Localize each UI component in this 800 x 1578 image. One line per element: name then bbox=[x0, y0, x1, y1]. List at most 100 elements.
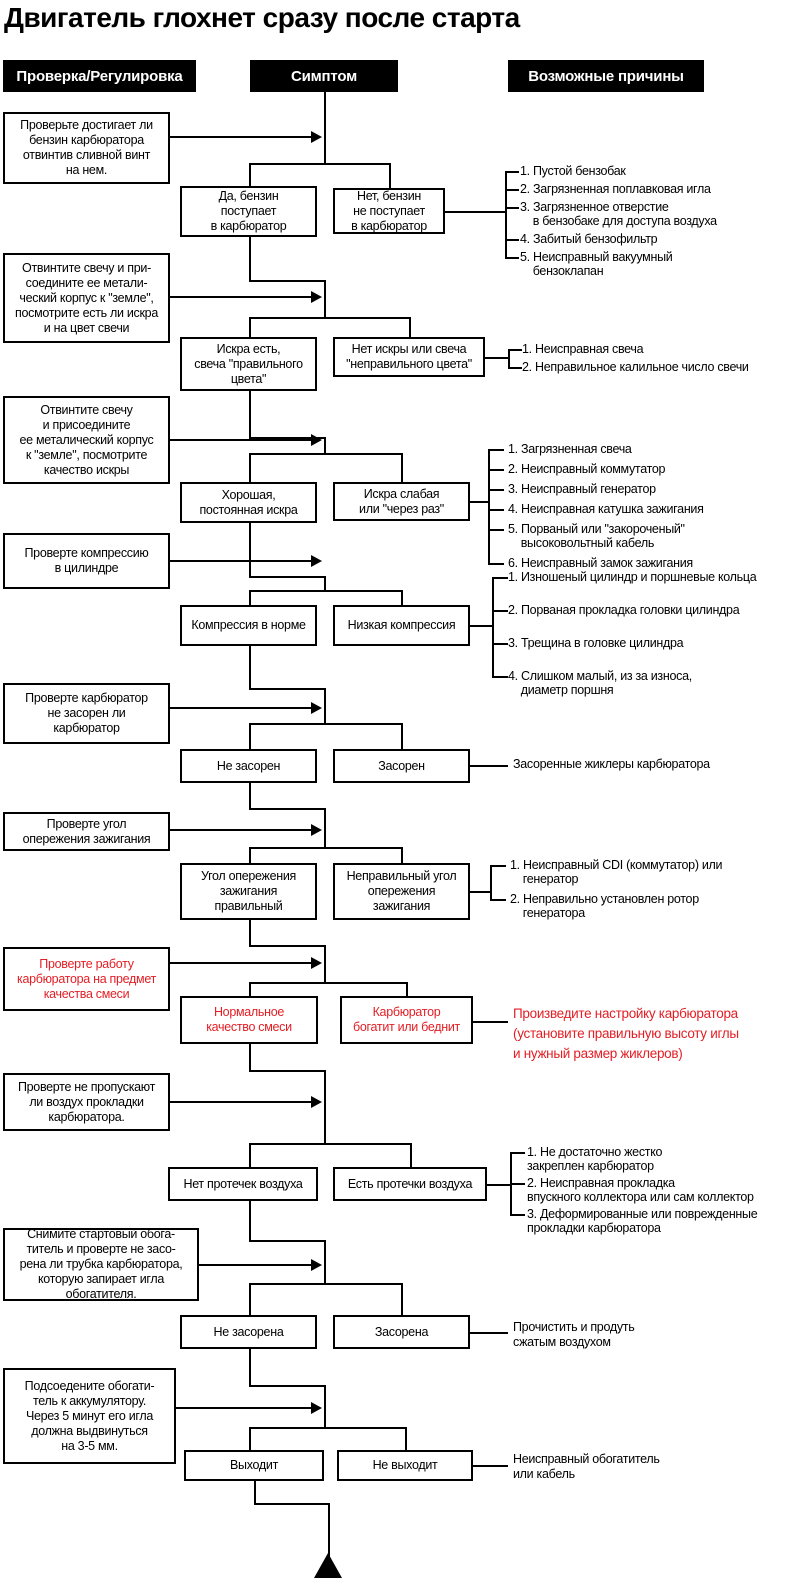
connector-line bbox=[249, 688, 326, 690]
cause-item: Засоренные жиклеры карбюратора bbox=[513, 757, 710, 771]
connector-line bbox=[249, 723, 403, 725]
connector-line bbox=[249, 317, 411, 319]
connector-line bbox=[249, 1349, 251, 1387]
connector-line bbox=[401, 1283, 403, 1317]
connector-line bbox=[324, 1240, 326, 1285]
connector-line bbox=[389, 163, 391, 190]
connector-line bbox=[324, 92, 326, 165]
connector-line bbox=[510, 1183, 525, 1185]
connector-line bbox=[249, 391, 251, 439]
symptom-ok-box-3: Хорошая, постоянная искра bbox=[180, 482, 317, 523]
connector-line bbox=[249, 847, 251, 865]
connector-line bbox=[249, 1070, 326, 1072]
connector-line bbox=[249, 1201, 251, 1242]
connector-line bbox=[470, 1332, 508, 1334]
causes-list-10: Неисправный обогатитель или кабель bbox=[513, 1452, 660, 1486]
cause-item: 2. Загрязненная поплавковая игла bbox=[520, 182, 711, 196]
connector-line bbox=[324, 945, 326, 984]
connector-line bbox=[324, 1070, 326, 1145]
connector-line bbox=[401, 723, 403, 751]
arrow-shaft-line bbox=[176, 1407, 313, 1409]
connector-line bbox=[505, 257, 519, 259]
arrow-right-icon bbox=[311, 824, 322, 836]
connector-line bbox=[249, 1385, 326, 1387]
connector-line bbox=[488, 449, 490, 565]
cause-item: 4. Неисправная катушка зажигания bbox=[508, 502, 704, 516]
connector-line bbox=[249, 437, 326, 439]
arrow-right-icon bbox=[311, 702, 322, 714]
page-title: Двигатель глохнет сразу после старта bbox=[4, 2, 520, 33]
check-box-2: Отвинтите свечу и при- соедините ее мета… bbox=[3, 253, 170, 343]
symptom-bad-box-2: Нет искры или свеча "неправильного цвета… bbox=[333, 337, 485, 377]
connector-line bbox=[488, 449, 504, 451]
symptom-ok-box-5: Не засорен bbox=[180, 749, 317, 783]
connector-line bbox=[492, 643, 508, 645]
arrow-right-icon bbox=[311, 1259, 322, 1271]
connector-line bbox=[401, 847, 403, 865]
check-box-9: Снимите стартовый обога- титель и провер… bbox=[3, 1227, 199, 1301]
arrow-shaft-line bbox=[170, 136, 313, 138]
symptom-ok-box-9: Не засорена bbox=[180, 1315, 317, 1349]
cause-item: 5. Неисправный вакуумный бензоклапан bbox=[520, 250, 673, 278]
connector-line bbox=[249, 576, 326, 578]
connector-line bbox=[401, 453, 403, 484]
connector-line bbox=[249, 847, 403, 849]
connector-line bbox=[508, 367, 522, 369]
connector-line bbox=[409, 317, 411, 339]
symptom-bad-box-6: Неправильный угол опережения зажигания bbox=[333, 863, 470, 920]
symptom-bad-box-7: Карбюратор богатит или беднит bbox=[340, 996, 473, 1044]
cause-item: 5. Порваный или "закороченый" высоковоль… bbox=[508, 522, 685, 550]
connector-line bbox=[488, 529, 504, 531]
connector-line bbox=[492, 577, 494, 678]
cause-item: 3. Загрязненное отверстие в бензобаке дл… bbox=[520, 200, 717, 228]
connector-line bbox=[492, 610, 508, 612]
connector-line bbox=[249, 453, 251, 484]
arrow-shaft-line bbox=[170, 707, 313, 709]
connector-line bbox=[254, 1503, 330, 1505]
arrow-shaft-line bbox=[199, 1264, 313, 1266]
connector-line bbox=[473, 1465, 508, 1467]
cause-item: 2. Неправильно установлен ротор генерато… bbox=[510, 892, 699, 920]
connector-line bbox=[249, 783, 251, 810]
arrow-right-icon bbox=[311, 434, 322, 446]
connector-line bbox=[249, 280, 326, 282]
connector-line bbox=[405, 1427, 407, 1452]
connector-line bbox=[508, 349, 522, 351]
cause-item: 2. Неисправная прокладка впускного колле… bbox=[527, 1176, 754, 1204]
symptom-ok-box-6: Угол опережения зажигания правильный bbox=[180, 863, 317, 920]
arrow-shaft-line bbox=[170, 1101, 313, 1103]
connector-line bbox=[249, 163, 251, 188]
connector-line bbox=[488, 509, 504, 511]
connector-line bbox=[470, 625, 494, 627]
connector-line bbox=[249, 453, 403, 455]
connector-line bbox=[505, 171, 507, 259]
arrow-right-icon bbox=[311, 291, 322, 303]
cause-item: 3. Неисправный генератор bbox=[508, 482, 656, 496]
connector-line bbox=[508, 349, 510, 369]
arrow-right-icon bbox=[311, 957, 322, 969]
arrow-right-icon bbox=[311, 1096, 322, 1108]
symptom-bad-box-4: Низкая компрессия bbox=[333, 605, 470, 646]
arrow-shaft-line bbox=[170, 296, 313, 298]
causes-list-8: 1. Не достаточно жестко закреплен карбюр… bbox=[527, 1145, 758, 1238]
connector-line bbox=[505, 171, 519, 173]
connector-line bbox=[487, 1184, 512, 1186]
connector-line bbox=[249, 1143, 251, 1169]
connector-line bbox=[249, 1427, 407, 1429]
continuation-triangle-icon bbox=[314, 1553, 342, 1578]
column-header-causes: Возможные причины bbox=[508, 60, 704, 92]
connector-line bbox=[249, 808, 326, 810]
column-header-check: Проверка/Регулировка bbox=[3, 60, 196, 92]
symptom-ok-box-10: Выходит bbox=[184, 1450, 324, 1481]
connector-line bbox=[505, 189, 519, 191]
symptom-ok-box-7: Нормальное качество смеси bbox=[180, 996, 318, 1044]
causes-list-1: 1. Пустой бензобак 2. Загрязненная попла… bbox=[520, 164, 717, 282]
cause-item: 3. Трещина в головке цилиндра bbox=[508, 636, 684, 650]
causes-list-4: 1. Изношеный цилиндр и поршневые кольца … bbox=[508, 570, 757, 716]
connector-line bbox=[324, 280, 326, 319]
connector-line bbox=[490, 865, 506, 867]
connector-line bbox=[249, 237, 251, 282]
connector-line bbox=[410, 1143, 412, 1169]
connector-line bbox=[324, 437, 326, 455]
column-header-symptom: Симптом bbox=[250, 60, 398, 92]
